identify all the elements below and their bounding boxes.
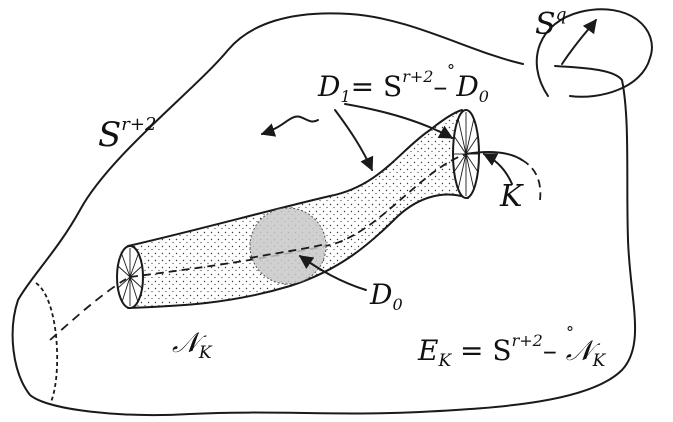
knot-through-disk [249, 243, 327, 259]
right-cap-spokes [453, 112, 479, 196]
sphere-outline [11, 12, 637, 417]
neck-hidden-edge [35, 282, 59, 405]
label-k: K [499, 179, 524, 214]
sq-loop-back [561, 18, 597, 65]
label-nk: 𝒩K [172, 326, 213, 363]
ring-ek: ° [566, 323, 574, 342]
knot-right-dashed [521, 159, 542, 201]
leader-squiggle [260, 115, 319, 137]
ring-d1: ° [447, 61, 455, 80]
sq-loop-front [535, 8, 653, 98]
leader-d1-to-cap [344, 103, 454, 139]
leader-d1-to-tube [334, 109, 374, 172]
label-d0: D0 [369, 278, 403, 314]
leader-d0 [298, 255, 367, 291]
knot-inside-tube [129, 153, 467, 278]
label-d1: D1= Sr+2– D0 [317, 67, 489, 106]
tube-top-edge [127, 109, 463, 247]
label-ek: EK = Sr+2– 𝒩K [417, 331, 607, 371]
tube-bottom-edge [127, 193, 469, 309]
label-sq: Sq [535, 5, 567, 42]
knot-right-solid [465, 151, 523, 161]
label-sphere: Sr+2 [98, 114, 156, 155]
leader-k [482, 153, 513, 185]
left-cap-spokes [117, 248, 143, 306]
knot-left-tail [49, 278, 127, 341]
